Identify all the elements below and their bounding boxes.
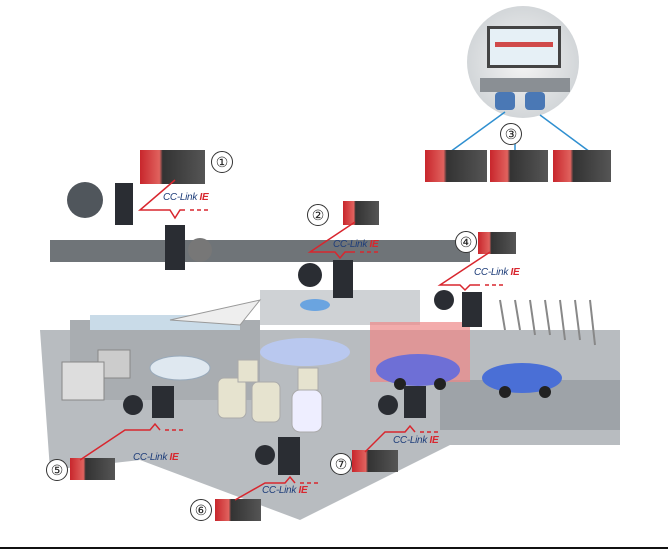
plc-3c (553, 150, 611, 182)
plc-3b (490, 150, 548, 182)
robot-arms (499, 299, 596, 346)
marker-4: ④ (455, 231, 477, 253)
cc-link-ie-label-4: CC-Link IE (474, 267, 520, 278)
marker-7: ⑦ (330, 453, 352, 475)
drives-and-motors (61, 182, 482, 475)
tanks (217, 359, 323, 433)
cc-link-ie-label-2: CC-Link IE (333, 239, 379, 250)
boat (169, 299, 262, 326)
plc-7 (352, 450, 398, 472)
cars (260, 338, 562, 398)
bottom-border (0, 547, 668, 549)
plc-units (70, 150, 611, 521)
marker-2: ② (307, 204, 329, 226)
cc-link-ie-label-5: CC-Link IE (133, 452, 179, 463)
plc-4 (478, 232, 516, 254)
plc-6 (215, 499, 261, 521)
marker-6: ⑥ (190, 499, 212, 521)
cc-link-ie-label-6: CC-Link IE (262, 485, 308, 496)
plc-2 (343, 201, 379, 225)
plc-5 (70, 458, 115, 480)
cc-link-ie-label-1: CC-Link IE (163, 192, 209, 203)
plc-3a (425, 150, 487, 182)
marker-3: ③ (500, 123, 522, 145)
control-room (467, 6, 579, 118)
network-links (79, 179, 505, 501)
marker-5: ⑤ (46, 459, 68, 481)
factory-floor (40, 240, 620, 520)
plc-1 (140, 150, 205, 184)
marker-1: ① (211, 151, 233, 173)
cc-link-ie-label-7: CC-Link IE (393, 435, 439, 446)
